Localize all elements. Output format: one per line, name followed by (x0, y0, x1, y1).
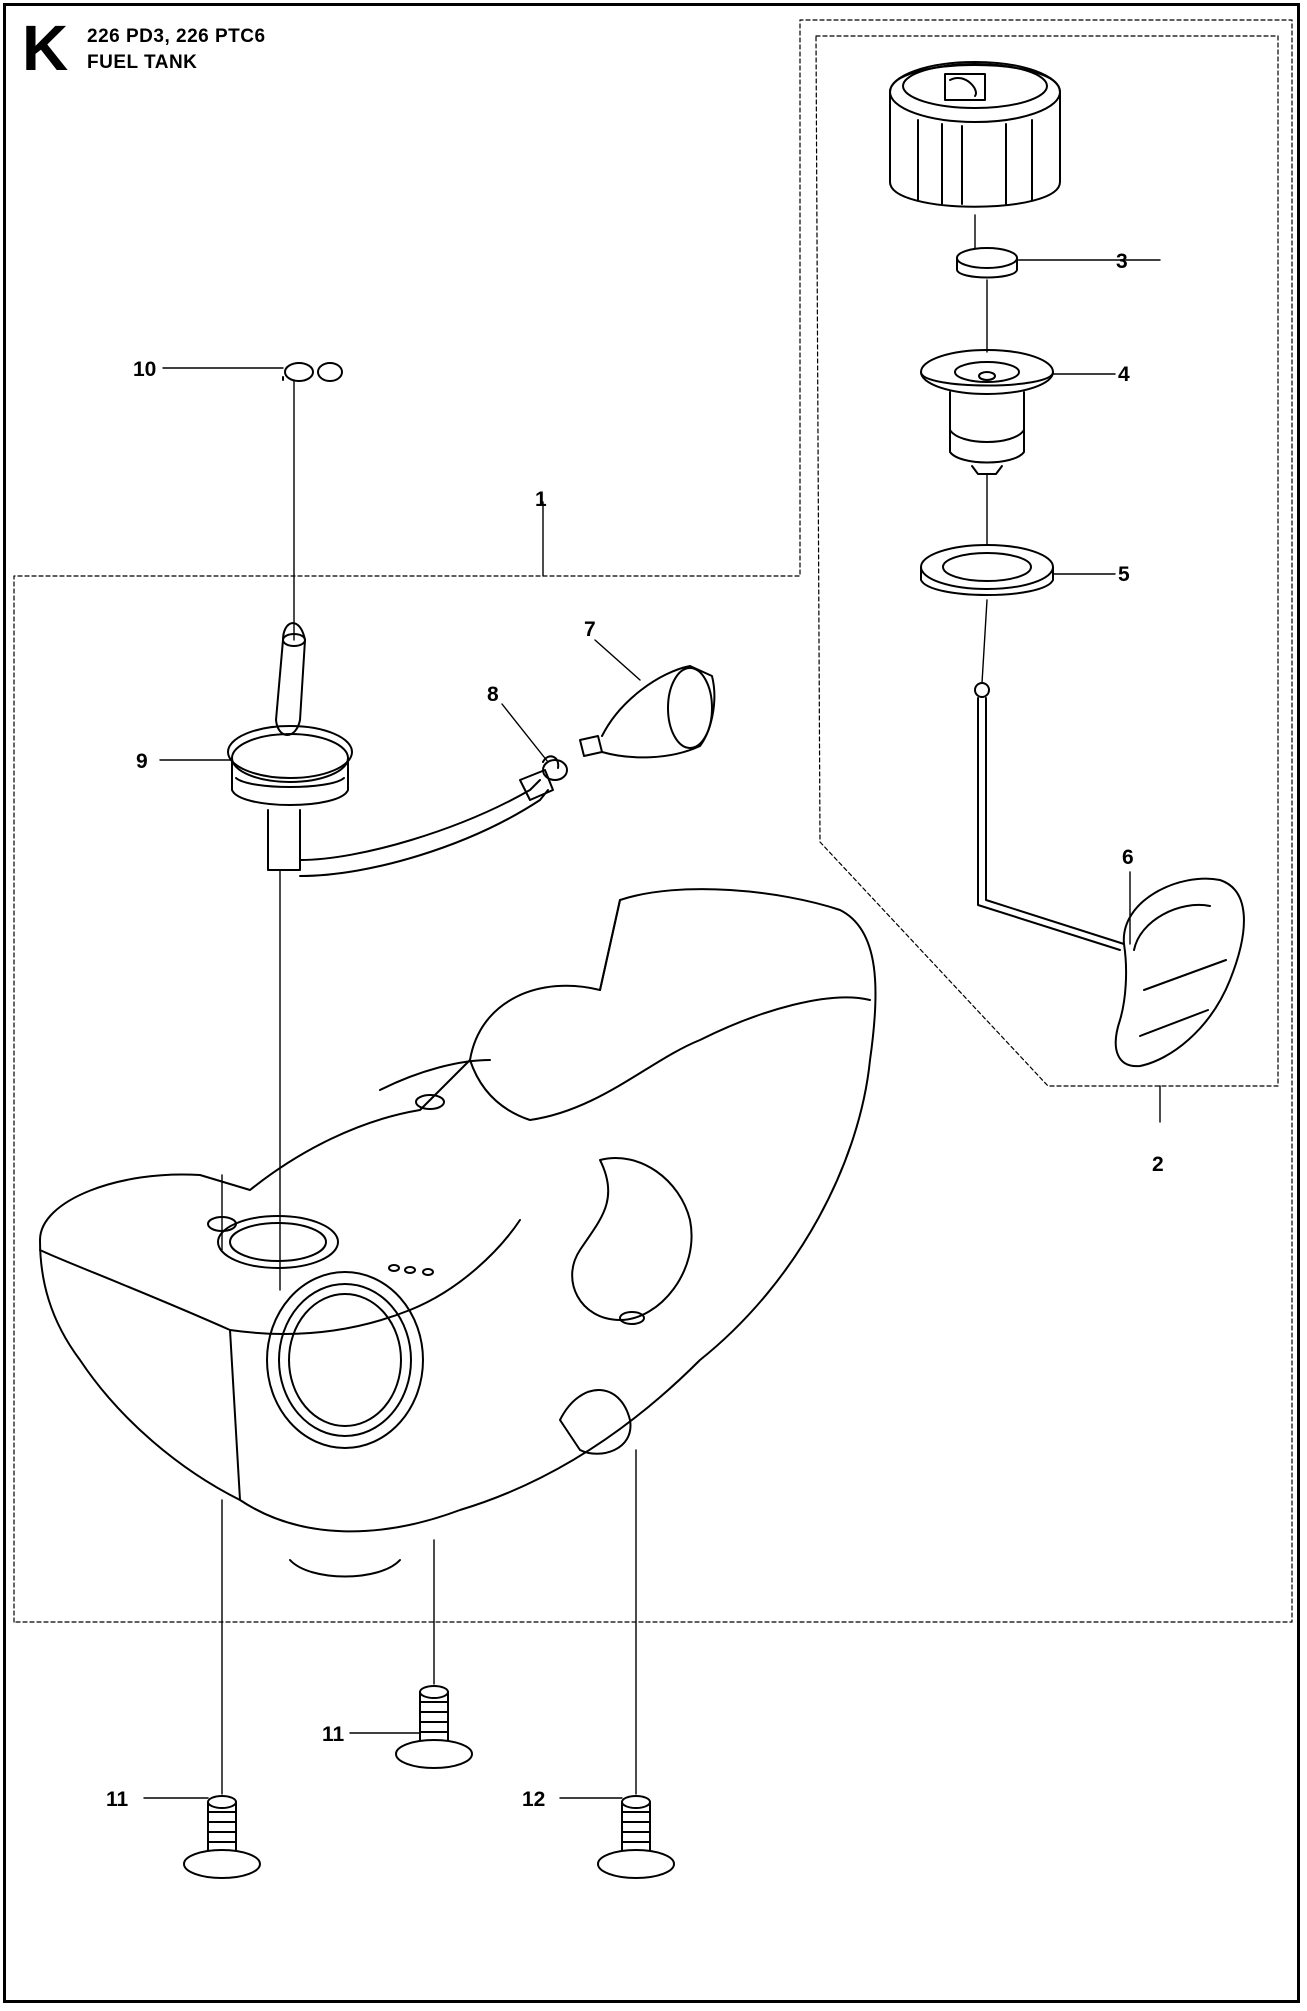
section-letter: K (22, 12, 69, 84)
callout-11b: 11 (106, 1788, 129, 1811)
callout-2: 2 (1152, 1153, 1164, 1176)
callout-3: 3 (1116, 250, 1128, 273)
callout-4: 4 (1118, 363, 1130, 386)
group-outline-tank (13, 19, 1293, 1623)
callout-11: 11 (322, 1723, 345, 1746)
callout-numbers: 1 2 3 4 5 6 7 8 9 10 11 11 12 (106, 250, 1164, 1811)
assembly-lines (221, 214, 988, 1795)
callout-12: 12 (522, 1788, 545, 1811)
fuel-tank-drawing (39, 888, 877, 1578)
fuel-cap-drawing (889, 61, 1245, 1068)
group-outline-cap (815, 35, 1279, 1087)
callout-9: 9 (136, 750, 148, 773)
callout-6: 6 (1122, 846, 1134, 869)
screw-drawings (183, 1685, 675, 1879)
leader-lines (143, 259, 1161, 1799)
page-border (3, 3, 1300, 2003)
diagram-title: FUEL TANK (87, 52, 198, 73)
callout-1: 1 (535, 488, 547, 511)
callout-10: 10 (133, 358, 156, 381)
callout-7: 7 (584, 618, 596, 641)
callout-5: 5 (1118, 563, 1130, 586)
callout-8: 8 (487, 683, 499, 706)
model-title: 226 PD3, 226 PTC6 (87, 26, 266, 47)
fuel-pickup-drawing (227, 362, 716, 877)
